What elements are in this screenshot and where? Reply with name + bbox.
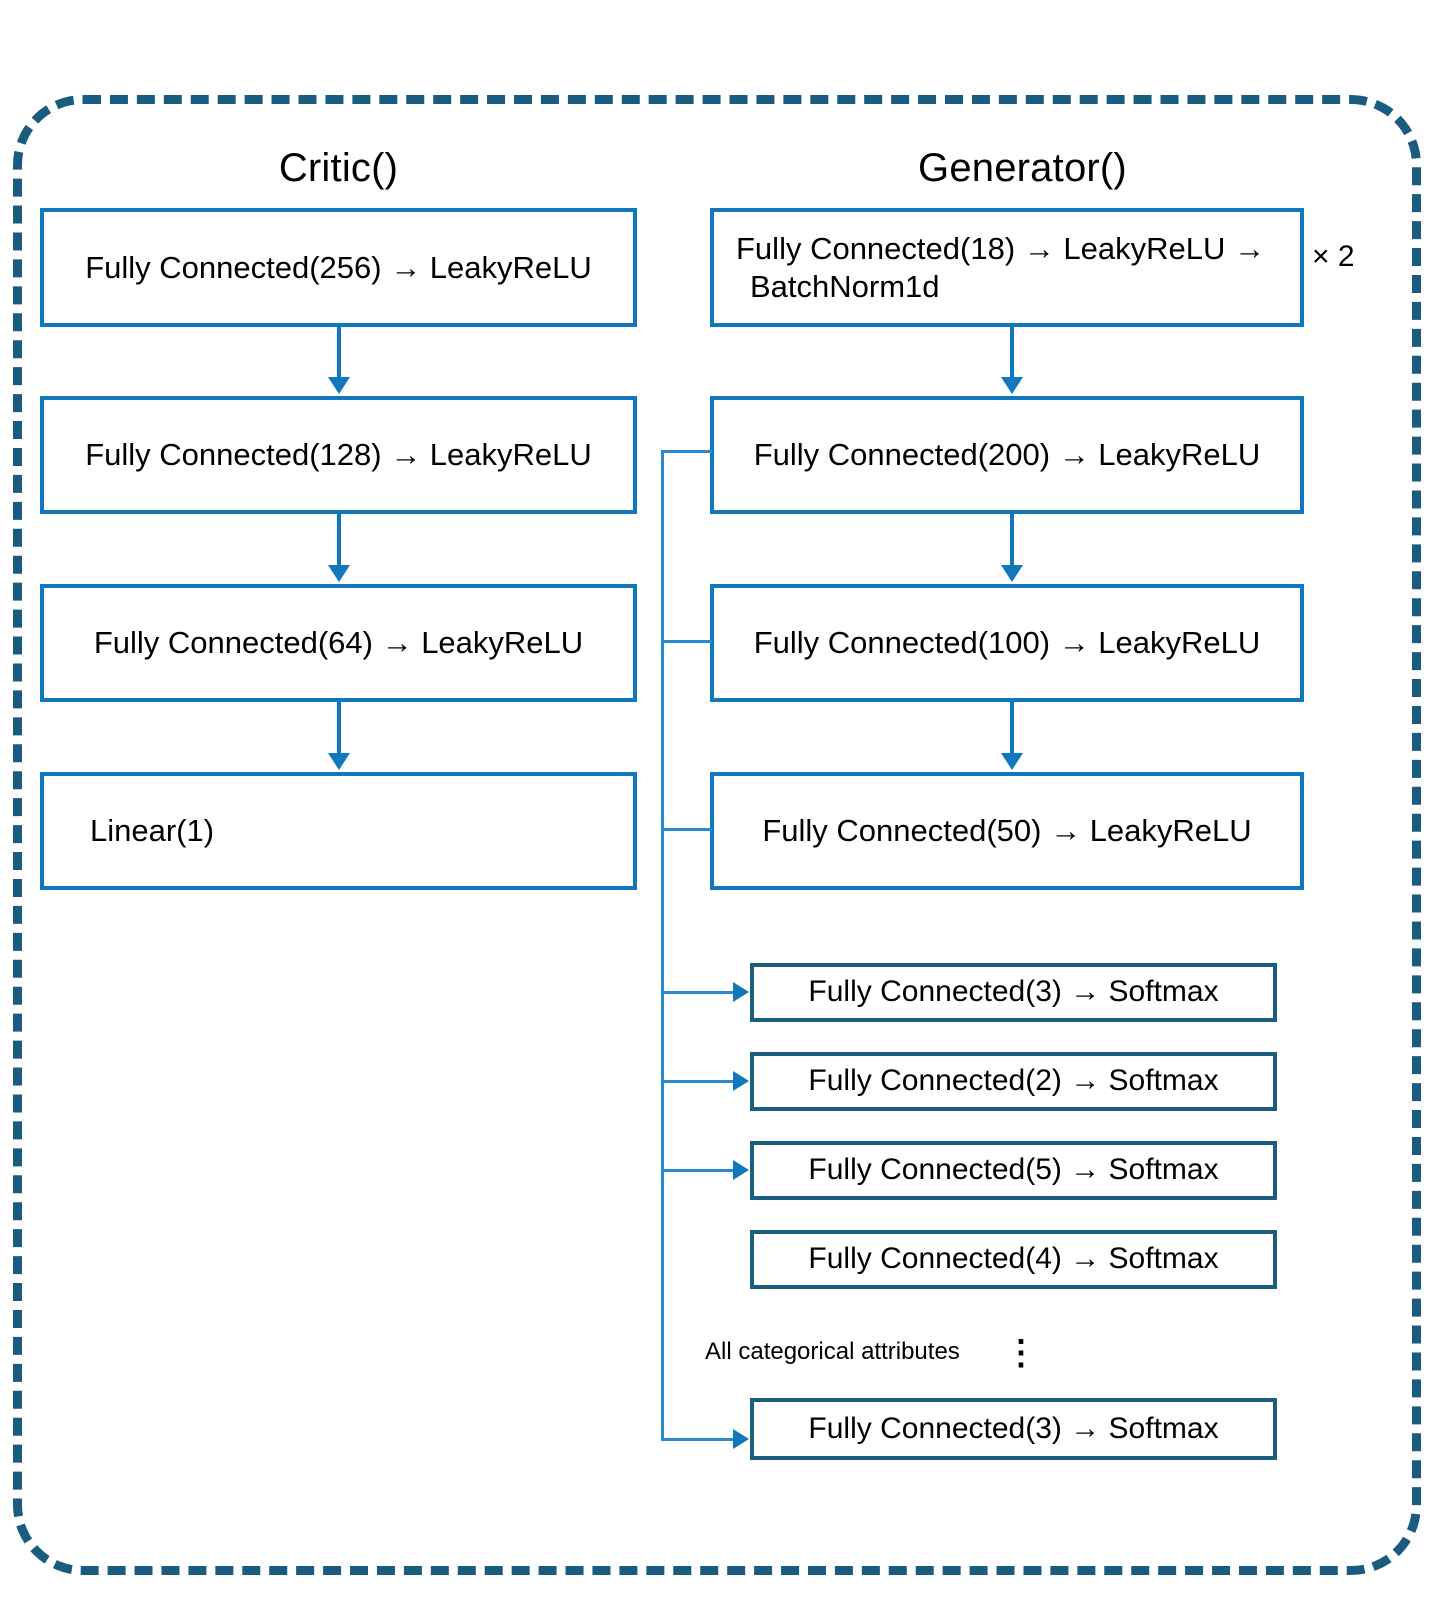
trunk-branch-to-head-5 bbox=[661, 1438, 739, 1441]
generator-arrowhead-2-3 bbox=[1001, 565, 1023, 582]
generator-layer-label-4: Fully Connected(50) → LeakyReLU bbox=[762, 813, 1252, 849]
generator-head-label-1: Fully Connected(3) → Softmax bbox=[808, 975, 1219, 1009]
generator-head-label-3: Fully Connected(5) → Softmax bbox=[808, 1153, 1219, 1187]
generator-layer-label-2: Fully Connected(200) → LeakyReLU bbox=[753, 437, 1261, 473]
generator-layer-label-1-line2: BatchNorm1d bbox=[750, 268, 940, 304]
trunk-branch-to-head-3 bbox=[661, 1169, 739, 1172]
critic-layer-label-1: Fully Connected(256) → LeakyReLU bbox=[85, 249, 592, 285]
critic-connector-1-2 bbox=[337, 327, 341, 379]
trunk-stub-to-layer-3 bbox=[661, 640, 712, 643]
generator-connector-3-4 bbox=[1010, 702, 1014, 755]
critic-arrowhead-1-2 bbox=[328, 377, 350, 394]
generator-layer-box-3[interactable]: Fully Connected(100) → LeakyReLU bbox=[710, 584, 1304, 702]
critic-arrowhead-3-4 bbox=[328, 753, 350, 770]
vertical-ellipsis-icon: ⋮ bbox=[1004, 1334, 1038, 1372]
head-1-arrowhead bbox=[733, 982, 749, 1002]
critic-layer-label-3: Fully Connected(64) → LeakyReLU bbox=[93, 625, 584, 661]
head-2-arrowhead bbox=[733, 1071, 749, 1091]
critic-arrowhead-2-3 bbox=[328, 565, 350, 582]
generator-layer-box-4[interactable]: Fully Connected(50) → LeakyReLU bbox=[710, 772, 1304, 890]
critic-layer-box-2[interactable]: Fully Connected(128) → LeakyReLU bbox=[40, 396, 637, 514]
trunk-branch-to-head-2 bbox=[661, 1080, 739, 1083]
generator-trunk-bus-line bbox=[661, 450, 664, 1440]
trunk-branch-to-head-1 bbox=[661, 991, 739, 994]
generator-layer-box-2[interactable]: Fully Connected(200) → LeakyReLU bbox=[710, 396, 1304, 514]
critic-connector-3-4 bbox=[337, 702, 341, 755]
critic-output-label: Linear(1) bbox=[90, 813, 215, 849]
categorical-attributes-note: All categorical attributes bbox=[705, 1338, 960, 1365]
generator-head-box-1[interactable]: Fully Connected(3) → Softmax bbox=[750, 963, 1277, 1022]
generator-head-box-4[interactable]: Fully Connected(4) → Softmax bbox=[750, 1230, 1277, 1289]
critic-column-title: Critic() bbox=[278, 146, 399, 190]
head-3-arrowhead bbox=[733, 1160, 749, 1180]
generator-head-label-5: Fully Connected(3) → Softmax bbox=[808, 1411, 1219, 1445]
trunk-stub-to-layer-2 bbox=[661, 450, 712, 453]
repeat-x2-annotation: × 2 bbox=[1312, 240, 1355, 273]
generator-head-box-5[interactable]: Fully Connected(3) → Softmax bbox=[750, 1398, 1277, 1460]
generator-connector-2-3 bbox=[1010, 514, 1014, 567]
generator-head-box-2[interactable]: Fully Connected(2) → Softmax bbox=[750, 1052, 1277, 1111]
generator-connector-1-2 bbox=[1010, 327, 1014, 379]
generator-column-title: Generator() bbox=[918, 146, 1127, 190]
trunk-stub-to-layer-4 bbox=[661, 828, 712, 831]
critic-layer-box-1[interactable]: Fully Connected(256) → LeakyReLU bbox=[40, 208, 637, 327]
critic-connector-2-3 bbox=[337, 514, 341, 567]
generator-layer-label-3: Fully Connected(100) → LeakyReLU bbox=[753, 625, 1261, 661]
generator-layer-box-1[interactable]: Fully Connected(18) → LeakyReLU → BatchN… bbox=[710, 208, 1304, 327]
generator-arrowhead-3-4 bbox=[1001, 753, 1023, 770]
head-5-arrowhead bbox=[733, 1429, 749, 1449]
critic-layer-box-3[interactable]: Fully Connected(64) → LeakyReLU bbox=[40, 584, 637, 702]
critic-output-box[interactable]: Linear(1) bbox=[40, 772, 637, 890]
generator-head-label-4: Fully Connected(4) → Softmax bbox=[808, 1242, 1219, 1276]
generator-layer-label-1-line1: Fully Connected(18) → LeakyReLU → bbox=[736, 230, 1265, 266]
generator-arrowhead-1-2 bbox=[1001, 377, 1023, 394]
generator-head-label-2: Fully Connected(2) → Softmax bbox=[808, 1064, 1219, 1098]
critic-layer-label-2: Fully Connected(128) → LeakyReLU bbox=[85, 437, 592, 473]
generator-head-box-3[interactable]: Fully Connected(5) → Softmax bbox=[750, 1141, 1277, 1200]
model-boundary-dashed-frame bbox=[13, 95, 1421, 1575]
